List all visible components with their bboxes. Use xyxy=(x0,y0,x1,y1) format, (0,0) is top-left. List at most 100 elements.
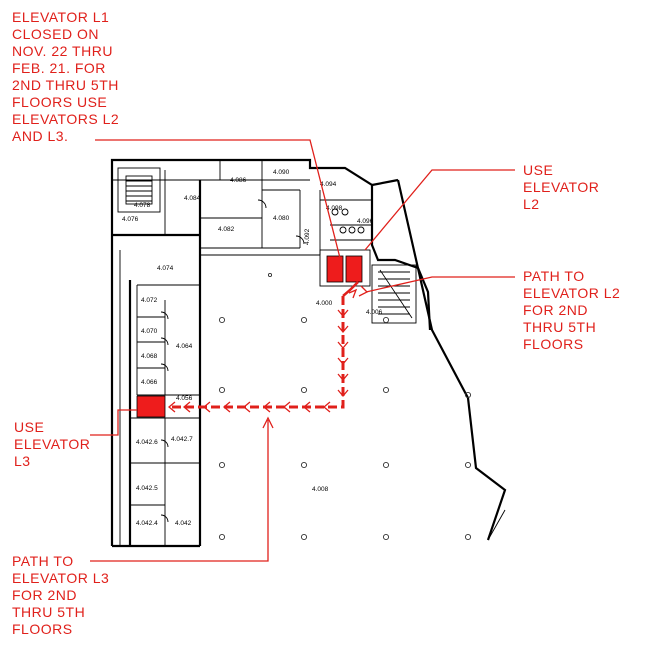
arrow-left xyxy=(242,401,251,413)
facade-top-wall xyxy=(371,178,399,187)
arrow-down xyxy=(337,309,349,318)
building-walls xyxy=(110,158,507,548)
room-label: 4.006 xyxy=(366,309,383,316)
room-label: 4.098 xyxy=(326,205,343,212)
arrow-left xyxy=(302,401,311,413)
room-label: 4.078 xyxy=(134,202,151,209)
use-l3-annotation: USE ELEVATOR L3 xyxy=(14,419,90,469)
room-label: 4.042 xyxy=(175,520,192,527)
outer-wall xyxy=(110,158,432,546)
path-l2-line: FLOORS xyxy=(523,336,584,352)
path-to-elevators xyxy=(167,281,359,413)
arrow-left xyxy=(182,401,191,413)
structural-columns xyxy=(218,272,472,541)
leader-arrowhead xyxy=(262,416,274,429)
facade-detail xyxy=(487,509,506,541)
door-swing xyxy=(257,199,267,209)
use-l2-line: L2 xyxy=(523,196,540,212)
arrow-left xyxy=(322,401,331,413)
use-l2-annotation: USE ELEVATOR L2 xyxy=(523,162,599,212)
room-label: 4.042.5 xyxy=(136,485,158,492)
arrow-down xyxy=(337,373,349,382)
restroom-fixtures xyxy=(331,208,365,234)
closed-notice-annotation: ELEVATOR L1 CLOSED ON NOV. 22 THRU FEB. … xyxy=(12,9,119,144)
path-l2-line: ELEVATOR L2 xyxy=(523,285,620,301)
room-label: 4.096 xyxy=(357,218,374,225)
room-label: 4.084 xyxy=(184,195,201,202)
arrow-left xyxy=(282,401,291,413)
arrow-left xyxy=(262,401,271,413)
leader-closed-l1 xyxy=(95,139,341,259)
closed-notice-line: ELEVATOR L1 xyxy=(12,9,109,25)
elevator-shaft xyxy=(319,249,371,287)
room-label: 4.094 xyxy=(320,181,337,188)
door-swing xyxy=(160,439,169,448)
leader-path-l2 xyxy=(365,276,515,293)
door-swing xyxy=(160,311,169,320)
path-l3-line: FLOORS xyxy=(12,621,73,637)
room-label: 4.008 xyxy=(312,486,329,493)
room-label: 4.064 xyxy=(176,343,193,350)
closed-notice-line: FLOORS USE xyxy=(12,94,107,110)
path-l3-line: THRU 5TH xyxy=(12,604,85,620)
stair-east xyxy=(371,264,417,324)
closed-notice-line: CLOSED ON xyxy=(12,26,99,42)
closed-notice-line: AND L3. xyxy=(12,128,68,144)
arrow-left xyxy=(222,401,231,413)
room-label: 4.082 xyxy=(218,226,235,233)
room-label: 4.086 xyxy=(230,177,247,184)
diagonal-facade-wall xyxy=(396,179,507,541)
door-swing xyxy=(295,235,305,245)
room-label: 4.070 xyxy=(141,328,158,335)
use-l3-line: USE xyxy=(14,419,44,435)
use-l2-line: ELEVATOR xyxy=(523,179,599,195)
path-l3-line: FOR 2ND xyxy=(12,587,77,603)
path-l3-line: ELEVATOR L3 xyxy=(12,570,109,586)
room-label: 4.090 xyxy=(273,169,290,176)
use-l3-line: ELEVATOR xyxy=(14,436,90,452)
room-label: 4.080 xyxy=(273,215,290,222)
closed-notice-line: 2ND THRU 5TH xyxy=(12,77,119,93)
arrow-left xyxy=(202,401,211,413)
arrow-down xyxy=(337,357,349,366)
closed-notice-line: FEB. 21. FOR xyxy=(12,60,106,76)
room-label: 4.066 xyxy=(141,379,158,386)
arrow-left xyxy=(167,401,176,413)
leader-use-l3 xyxy=(90,409,137,436)
leader-use-l2 xyxy=(364,169,515,251)
arrow-up-right xyxy=(348,288,358,299)
room-label: 4.068 xyxy=(141,353,158,360)
closed-notice-line: NOV. 22 THRU xyxy=(12,43,113,59)
path-l2-line: THRU 5TH xyxy=(523,319,596,335)
room-label: 4.072 xyxy=(141,297,158,304)
leader-lines xyxy=(90,139,515,562)
door-swing xyxy=(160,337,169,346)
use-l2-line: USE xyxy=(523,162,553,178)
room-label: 4.000 xyxy=(316,300,333,307)
door-swing xyxy=(160,363,169,372)
path-l3-line: PATH TO xyxy=(12,553,74,569)
closed-notice-line: ELEVATORS L2 xyxy=(12,111,119,127)
room-label: 4.042.7 xyxy=(171,436,193,443)
room-label: 4.074 xyxy=(157,265,174,272)
room-label: 4.042.4 xyxy=(136,520,158,527)
room-label: 4.076 xyxy=(122,216,139,223)
room-label: 4.092 xyxy=(304,228,311,245)
path-l2-line: FOR 2ND xyxy=(523,302,588,318)
arrow-down xyxy=(337,325,349,334)
arrow-down xyxy=(337,341,349,350)
room-labels: 4.078 4.076 4.084 4.086 4.090 4.094 4.09… xyxy=(122,169,383,527)
path-l2-annotation: PATH TO ELEVATOR L2 FOR 2ND THRU 5TH FLO… xyxy=(523,268,620,352)
leader-path-l3 xyxy=(90,420,269,562)
room-label: 4.056 xyxy=(176,395,193,402)
arrow-down xyxy=(337,389,349,398)
stair-northwest xyxy=(117,167,161,213)
elevator-l2 xyxy=(326,255,363,283)
leader-arrowhead xyxy=(358,285,369,297)
use-l3-line: L3 xyxy=(14,453,31,469)
door-swing xyxy=(160,514,169,523)
room-label: 4.042.6 xyxy=(136,439,158,446)
elevator-l3 xyxy=(136,395,166,418)
path-l2-line: PATH TO xyxy=(523,268,585,284)
